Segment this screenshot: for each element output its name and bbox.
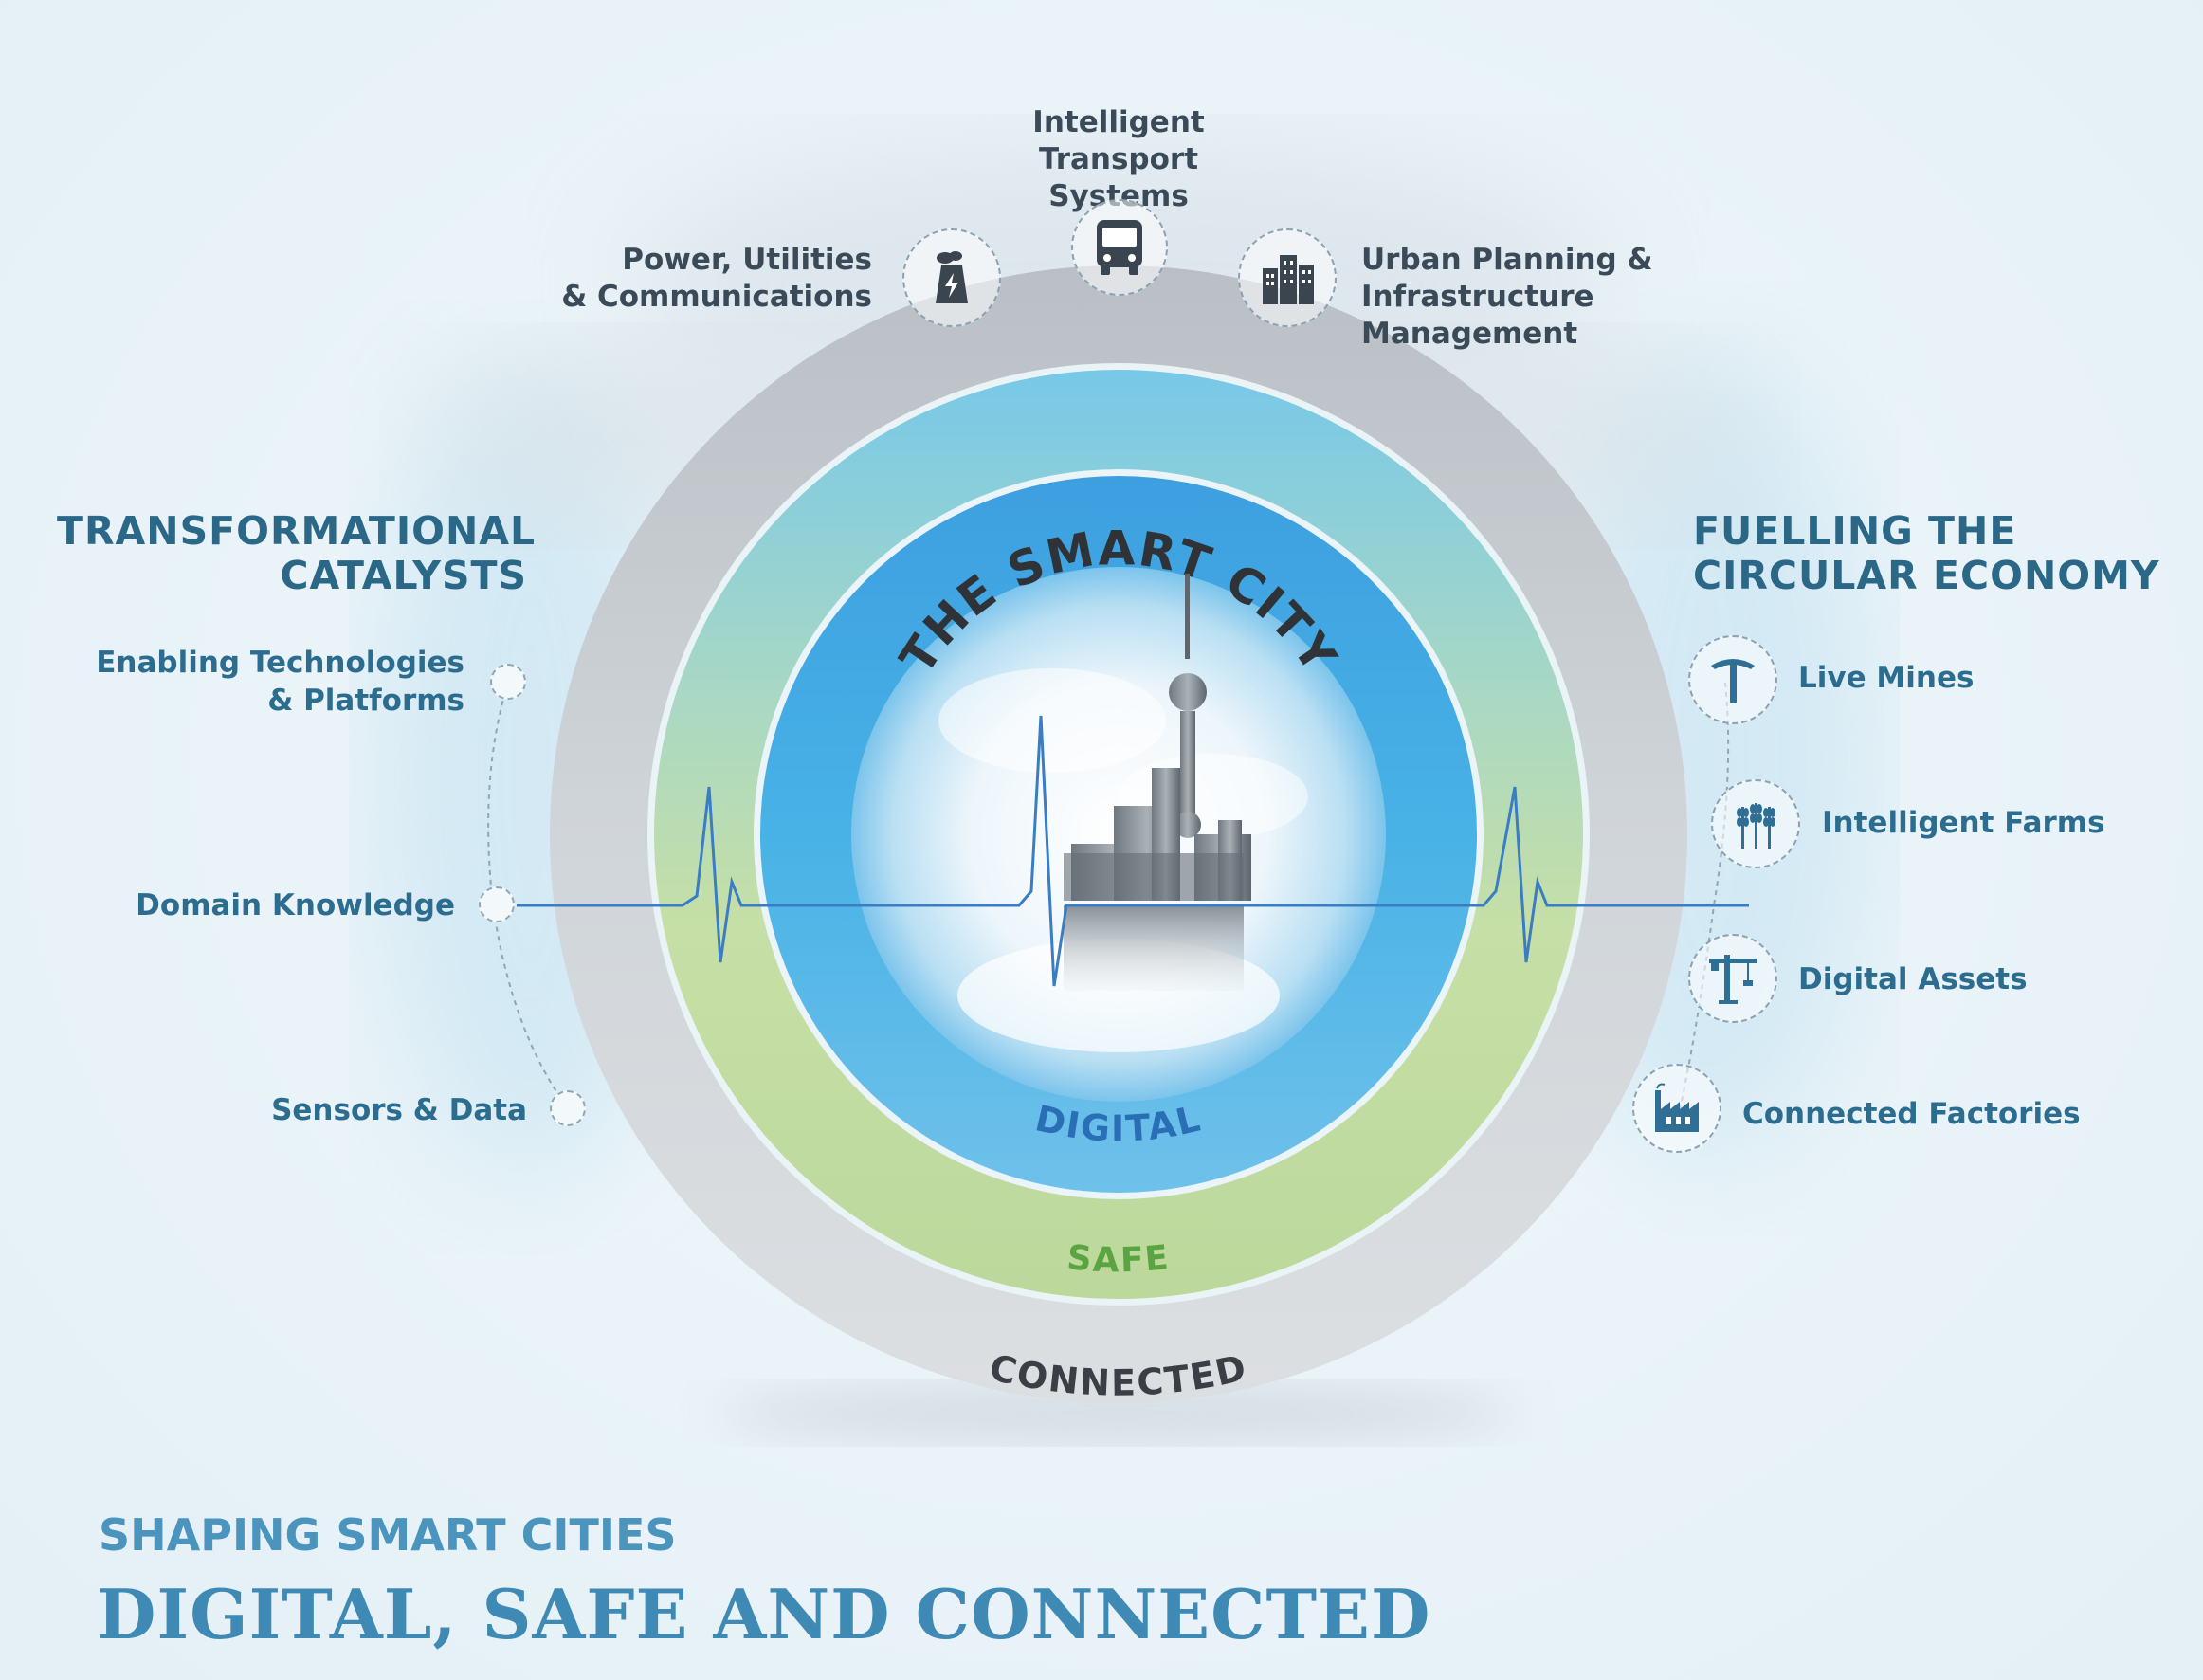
bus-icon — [1097, 220, 1142, 275]
heading-transformational-catalysts: TRANSFORMATIONAL CATALYSTS — [57, 508, 537, 598]
icon-transport — [1071, 199, 1168, 296]
heartbeat-line — [517, 715, 1749, 987]
wheat-icon — [1737, 803, 1775, 849]
footer-subtitle: SHAPING SMART CITIES — [99, 1509, 677, 1561]
label-enabling-technologies: Enabling Technologies & Platforms — [96, 646, 464, 718]
heading-circular-economy: FUELLING THE CIRCULAR ECONOMY — [1693, 508, 2160, 598]
icon-intelligent-farms — [1711, 779, 1800, 868]
label-connected-factories: Connected Factories — [1742, 1097, 2081, 1131]
label-urban-planning: Urban Planning & Infrastructure Manageme… — [1361, 243, 1653, 351]
power-plant-icon — [936, 251, 968, 303]
label-domain-knowledge: Domain Knowledge — [136, 888, 455, 922]
footer-title: DIGITAL, SAFE AND CONNECTED — [97, 1574, 1431, 1654]
label-sensors-data: Sensors & Data — [271, 1093, 527, 1127]
icon-live-mines — [1688, 635, 1777, 724]
label-intelligent-farms: Intelligent Farms — [1822, 806, 2105, 840]
icon-urban-planning — [1238, 228, 1337, 327]
node-domain-knowledge — [479, 886, 515, 922]
node-enabling-technologies — [490, 664, 526, 700]
factory-icon — [1655, 1083, 1699, 1132]
node-sensors-data — [550, 1090, 586, 1126]
label-digital-assets: Digital Assets — [1798, 962, 2028, 996]
icon-digital-assets — [1688, 934, 1777, 1023]
icon-power — [902, 228, 1001, 327]
crane-icon — [1709, 955, 1757, 1004]
icon-connected-factories — [1632, 1064, 1721, 1153]
pickaxe-icon — [1711, 659, 1755, 703]
buildings-icon — [1263, 255, 1314, 304]
label-power-utilities: Power, Utilities & Communications — [561, 243, 872, 314]
label-live-mines: Live Mines — [1798, 661, 1975, 695]
ring-label-safe: SAFE — [1065, 1238, 1173, 1280]
